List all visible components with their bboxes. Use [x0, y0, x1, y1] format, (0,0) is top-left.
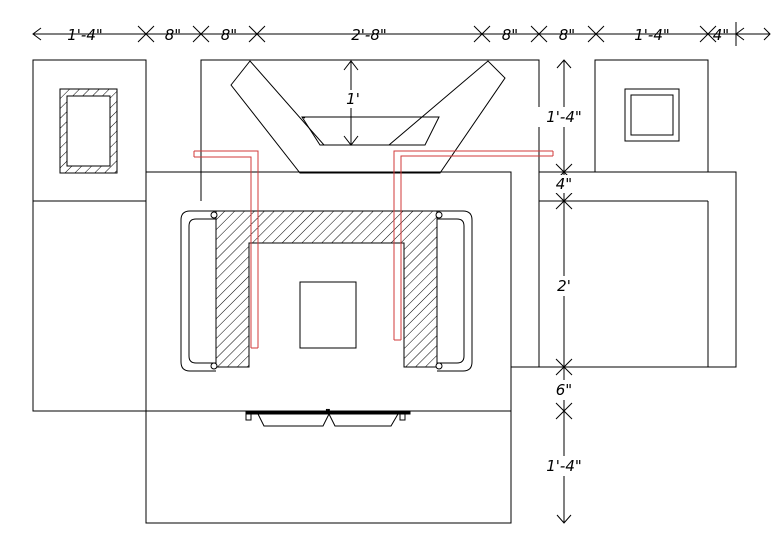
- dim-top-2: 8": [165, 26, 181, 44]
- fixture-tiny-label: ...: [326, 406, 330, 411]
- bolt-top-right: [435, 211, 443, 219]
- dim-right-3: 2': [557, 277, 571, 295]
- tick-3b: [248, 25, 266, 43]
- right-arrow-top: [556, 59, 572, 69]
- fixture-foot-right: [399, 413, 406, 421]
- tick-5b: [530, 25, 548, 43]
- dim-top-6: 8": [559, 26, 575, 44]
- dim-top-8: 4": [713, 26, 729, 44]
- left-handle: [180, 210, 216, 372]
- outline-lines: [32, 59, 737, 524]
- red-rod-right-inner: [400, 155, 553, 340]
- bolt-bottom-left: [210, 362, 218, 370]
- fixture-bar: ...: [245, 406, 411, 427]
- dim-right-5: 1'-4": [546, 457, 582, 475]
- hatched-frame-shape: [215, 210, 438, 368]
- fixture-foot-left: [245, 413, 252, 421]
- red-rods: [193, 150, 554, 349]
- tick-6b: [587, 25, 605, 43]
- left-frame-hatch: [59, 88, 118, 174]
- v-bracket-shape: [230, 60, 506, 174]
- right-pillar-square-inner: [630, 94, 674, 136]
- dim-top-3: 8": [221, 26, 237, 44]
- top-arrow-right: [763, 27, 771, 41]
- right-pillar-square-outer: [624, 88, 680, 142]
- rdim-bg-1: [538, 107, 592, 127]
- v-bracket: [230, 60, 506, 174]
- right-pillar: [594, 59, 709, 173]
- left-pillar: [32, 59, 147, 412]
- tick-2b: [192, 25, 210, 43]
- hatched-frame: [180, 210, 473, 372]
- bolt-top-left: [210, 211, 218, 219]
- lower-box: [145, 410, 512, 524]
- right-arrow-bottom: [556, 514, 572, 524]
- tick-7b: [699, 25, 717, 43]
- top-dimension-labels: 1'-4" 8" 8" 2'-8" 8" 8" 1'-4" 4": [67, 26, 729, 44]
- rdim-bg-5: [538, 456, 592, 476]
- inner-dim-label: 1': [346, 90, 360, 108]
- dim-top-4: 2'-8": [351, 26, 387, 44]
- top-arrow-left: [32, 27, 42, 41]
- fixture-tray: [257, 412, 399, 427]
- inner-dim-arrow-bottom: [343, 135, 359, 146]
- top-block: [200, 59, 540, 367]
- right-dimension-labels: 1'-4" 4" 2' 6" 1'-4": [538, 107, 592, 476]
- bolt-bottom-right: [435, 362, 443, 370]
- left-handle-inner: [188, 218, 216, 364]
- inner-dim-arrow-top: [343, 60, 359, 71]
- rtick-4b: [555, 402, 573, 420]
- right-handle-inner: [437, 218, 465, 364]
- red-rod-left-outer: [194, 150, 259, 348]
- red-rod-right-outer: [393, 150, 553, 340]
- dim-top-1: 1'-4": [67, 26, 103, 44]
- right-handle: [437, 210, 473, 372]
- rdim-bg-2: [552, 175, 576, 193]
- v-bracket-basin: [301, 116, 440, 146]
- dim-top-7: 1'-4": [634, 26, 670, 44]
- v-bracket-basin-line: [301, 116, 306, 119]
- main-body: [145, 171, 512, 412]
- dim-right-2: 4": [556, 175, 572, 193]
- tick-1b: [137, 25, 155, 43]
- rtick-2b: [555, 192, 573, 210]
- rdim-bg-4: [552, 380, 576, 400]
- fixture-bar-body: [245, 410, 411, 415]
- dim-right-1: 1'-4": [546, 108, 582, 126]
- red-rod-left-inner: [194, 156, 252, 348]
- dim-right-4: 6": [556, 381, 572, 399]
- rtick-3b: [555, 358, 573, 376]
- inner-dim-label-bg: [343, 90, 363, 108]
- top-dimension-line: [32, 22, 771, 46]
- left-pillar-frame: [59, 88, 118, 174]
- dim-top-5: 8": [502, 26, 518, 44]
- tick-4b: [473, 25, 491, 43]
- center-plate: [299, 281, 357, 349]
- rdim-bg-3: [553, 276, 575, 296]
